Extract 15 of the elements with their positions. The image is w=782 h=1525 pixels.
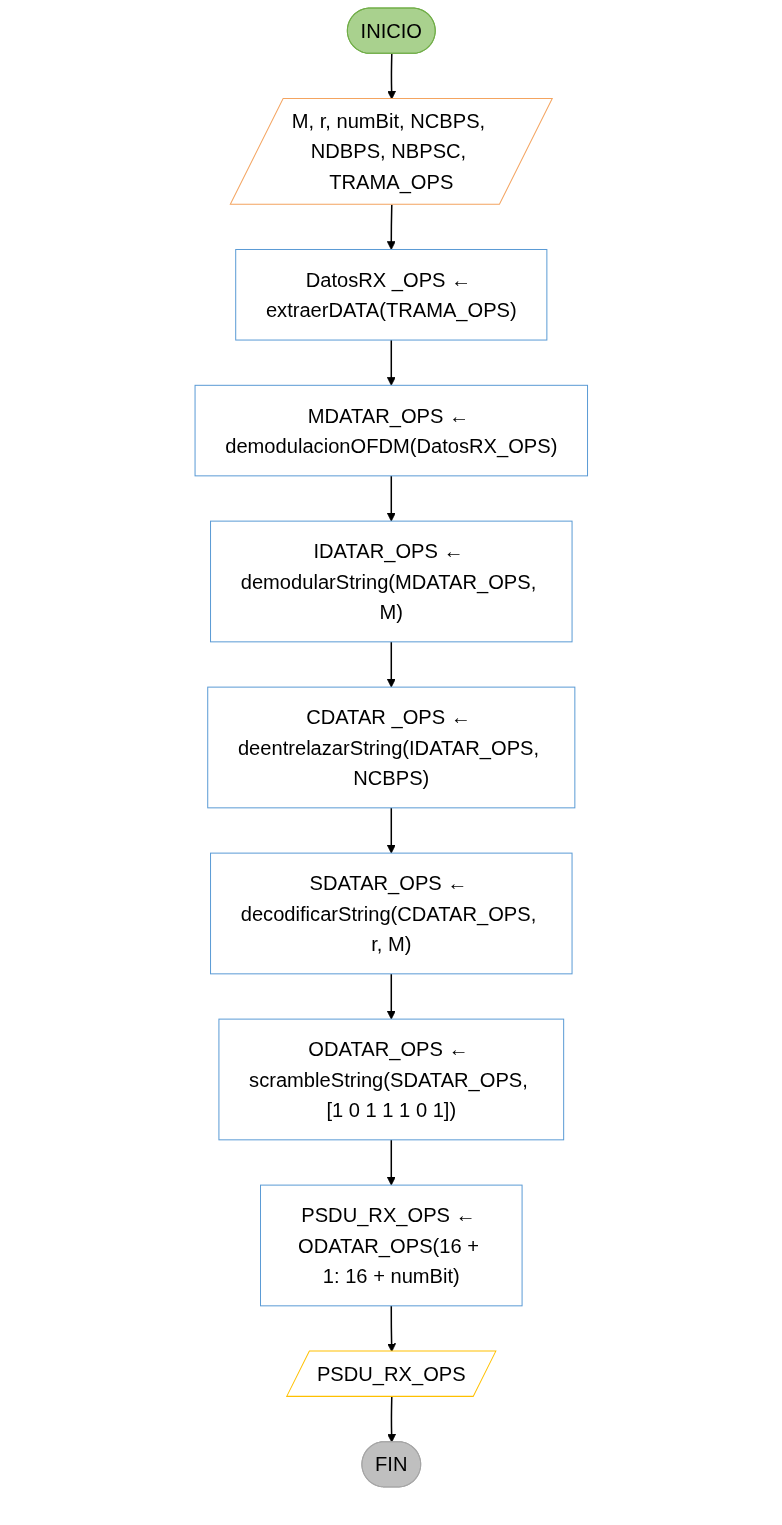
arrow bbox=[386, 1139, 396, 1186]
node-box: DatosRX _OPS ← extraerDATA(TRAMA_OPS) bbox=[234, 249, 548, 341]
node-box: PSDU_RX_OPS ← ODATAR_OPS(16 + 1: 16 + numBit) bbox=[259, 1184, 523, 1307]
node-box: MDATAR_OPS ← demodulacionOFDM(DatosRX_OPS) bbox=[194, 384, 588, 477]
arrow bbox=[386, 1396, 396, 1443]
node-box: ODATAR_OPS ← scrambleString(SDATAR_OPS, [1 0 1 1 1 0 1]) bbox=[218, 1018, 564, 1141]
arrow bbox=[386, 973, 396, 1020]
node-box: SDATAR_OPS ← decodificarString(CDATAR_OPS, r, M) bbox=[209, 852, 573, 975]
arrow bbox=[386, 339, 396, 386]
arrow bbox=[386, 1305, 396, 1352]
node-box: CDATAR _OPS ← deentrelazarString(IDATAR_OPS, NCBPS) bbox=[206, 686, 576, 809]
arrow bbox=[386, 641, 396, 688]
node-box: IDATAR_OPS ← demodularString(MDATAR_OPS, M) bbox=[209, 520, 573, 643]
arrow bbox=[386, 475, 396, 522]
arrow bbox=[386, 807, 396, 854]
